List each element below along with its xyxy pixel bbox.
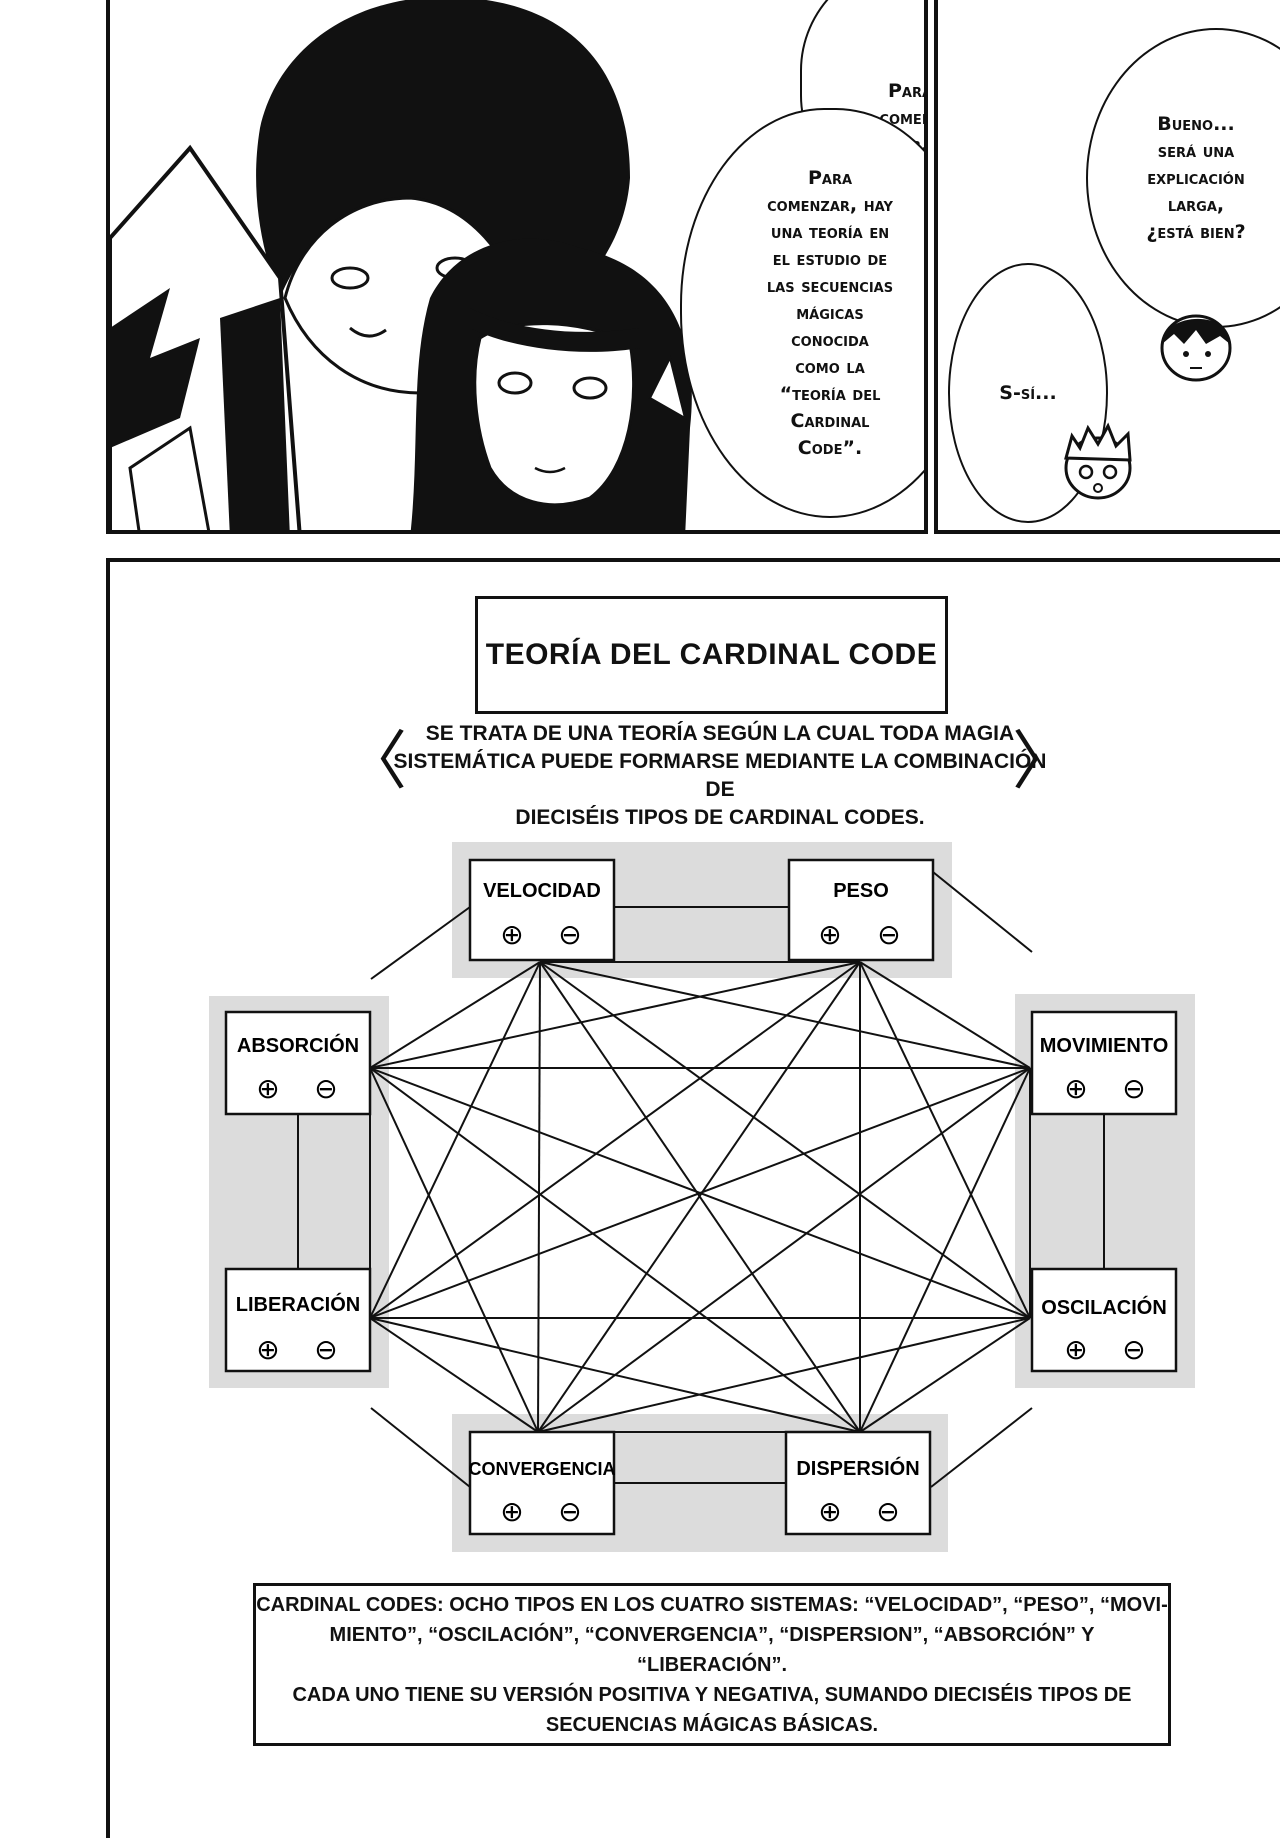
node-peso: PESO ⊕ ⊖: [787, 858, 935, 962]
node-velocidad: VELOCIDAD ⊕ ⊖: [468, 858, 616, 962]
note-text: CARDINAL CODES: OCHO TIPOS EN LOS CUATRO…: [256, 1593, 1168, 1736]
node-movimiento: MOVIMIENTO ⊕ ⊖: [1030, 1010, 1178, 1116]
node-absorcion: ABSORCIÓN ⊕ ⊖: [224, 1010, 372, 1116]
minus-icon: ⊖: [558, 918, 581, 951]
node-label-convergencia: CONVERGENCIA: [468, 1459, 615, 1479]
note-box: CARDINAL CODES: OCHO TIPOS EN LOS CUATRO…: [253, 1583, 1171, 1746]
bracket-right: 〉: [1012, 725, 1076, 799]
speech-bubble-2: Para comenzar, hay una teoría en el estu…: [680, 108, 924, 518]
minus-icon: ⊖: [1122, 1072, 1145, 1105]
plus-icon: ⊕: [256, 1072, 279, 1105]
node-oscilacion: OSCILACIÓN ⊕ ⊖: [1030, 1267, 1178, 1373]
node-liberacion: LIBERACIÓN ⊕ ⊖: [224, 1267, 372, 1373]
connection-lines: [297, 871, 1105, 1488]
plus-icon: ⊕: [1064, 1072, 1087, 1105]
minus-icon: ⊖: [876, 1495, 899, 1528]
chibi-character-2: [1064, 422, 1132, 500]
speech-bubble-4-text: S-sí...: [999, 381, 1057, 404]
chibi-character-1: [1160, 314, 1232, 382]
diagram-title: TEORÍA DEL CARDINAL CODE: [485, 638, 938, 671]
bracket-left: 〈: [343, 725, 407, 799]
diagram-title-box: TEORÍA DEL CARDINAL CODE: [475, 596, 948, 714]
node-convergencia: CONVERGENCIA ⊕ ⊖: [468, 1430, 616, 1536]
speech-bubble-3-text: Bueno... será una explicación larga, ¿es…: [1146, 112, 1246, 243]
node-label-liberacion: LIBERACIÓN: [236, 1292, 360, 1316]
node-dispersion: DISPERSIÓN ⊕ ⊖: [784, 1430, 932, 1536]
plus-icon: ⊕: [818, 1495, 841, 1528]
node-label-velocidad: VELOCIDAD: [483, 880, 601, 902]
plus-icon: ⊕: [500, 1495, 523, 1528]
plus-icon: ⊕: [500, 918, 523, 951]
node-label-oscilacion: OSCILACIÓN: [1041, 1295, 1167, 1319]
plus-icon: ⊕: [256, 1333, 279, 1366]
minus-icon: ⊖: [877, 918, 900, 951]
plus-icon: ⊕: [1064, 1333, 1087, 1366]
node-label-absorcion: ABSORCIÓN: [237, 1033, 359, 1057]
minus-icon: ⊖: [314, 1072, 337, 1105]
plus-icon: ⊕: [818, 918, 841, 951]
node-label-peso: PESO: [833, 880, 889, 902]
node-label-movimiento: MOVIMIENTO: [1040, 1035, 1169, 1057]
minus-icon: ⊖: [314, 1333, 337, 1366]
node-label-dispersion: DISPERSIÓN: [796, 1456, 919, 1480]
minus-icon: ⊖: [1122, 1333, 1145, 1366]
panel-top-left: Para comen- zar, Para comenzar, hay una …: [106, 0, 928, 534]
minus-icon: ⊖: [558, 1495, 581, 1528]
speech-bubble-2-text: Para comenzar, hay una teoría en el estu…: [766, 166, 894, 459]
panel-top-right: Bueno... será una explicación larga, ¿es…: [934, 0, 1280, 534]
diagram-description: SE TRATA DE UNA TEORÍA SEGÚN LA CUAL TOD…: [393, 722, 1047, 829]
character-illustration: [110, 0, 692, 530]
